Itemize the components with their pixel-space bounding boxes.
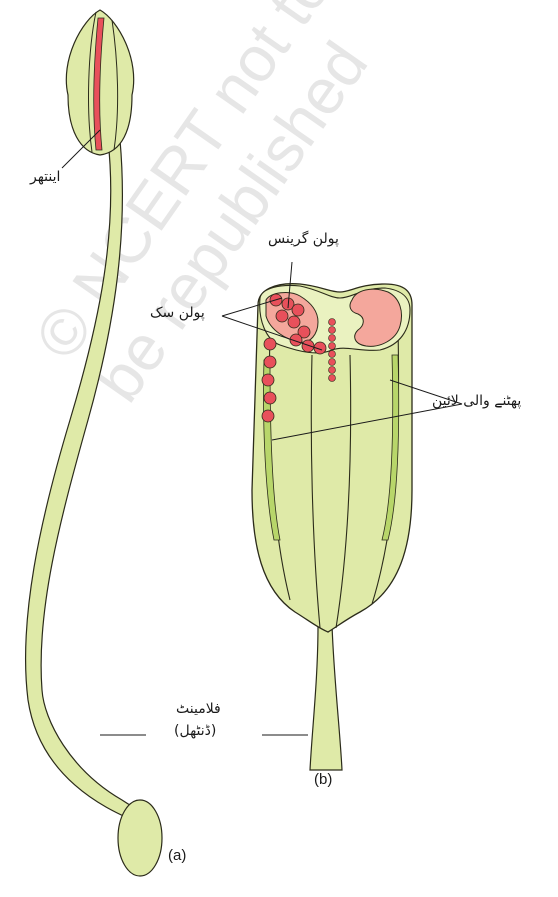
pollen-grain — [302, 340, 314, 352]
pollen-grain — [329, 359, 336, 366]
label-anther: اینتھر — [30, 170, 60, 184]
pollen-grain — [262, 374, 274, 386]
filament-b — [310, 625, 342, 770]
pollen-grain — [329, 367, 336, 374]
pollen-grain — [329, 335, 336, 342]
label-filament: فلامینٹ — [176, 702, 221, 716]
stamen-b — [100, 262, 462, 770]
pollen-grain — [329, 375, 336, 382]
label-part-b: (b) — [314, 772, 332, 787]
label-part-a: (a) — [168, 848, 186, 863]
label-filament-sub: (ڈنٹھل) — [174, 724, 216, 738]
pollen-grain — [276, 310, 288, 322]
pollen-grain — [329, 327, 336, 334]
label-pollen-grains: پولن گرینس — [268, 232, 339, 246]
pollen-grain — [329, 343, 336, 350]
label-dehiscence-line: پھٹنے والی لائین — [432, 394, 521, 408]
stamen-a — [26, 10, 162, 876]
pollen-grain — [262, 410, 274, 422]
pollen-grain — [264, 392, 276, 404]
label-pollen-sacs: پولن سک — [150, 306, 205, 320]
pollen-grain — [292, 304, 304, 316]
pollen-grain — [329, 319, 336, 326]
pollen-grain — [264, 338, 276, 350]
filament-a — [26, 140, 150, 826]
pollen-grain — [288, 316, 300, 328]
filament-base-a — [118, 800, 162, 876]
pollen-grain — [264, 356, 276, 368]
pollen-grain — [329, 351, 336, 358]
